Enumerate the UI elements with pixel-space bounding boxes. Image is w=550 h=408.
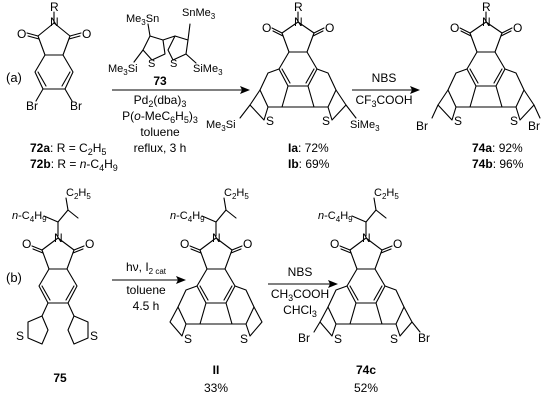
molecule-II bbox=[169, 197, 263, 337]
condition-ligand: P(o-MeC6H5)3 bbox=[122, 109, 198, 125]
atom-n: N bbox=[50, 15, 59, 29]
atom-o-74c-left: O bbox=[330, 237, 339, 251]
reagent-me3sn: Me3Sn bbox=[126, 13, 159, 27]
atom-br-74c-right: Br bbox=[418, 331, 430, 345]
compound-74c: 74c bbox=[356, 363, 376, 377]
panel-label-a: (a) bbox=[6, 70, 22, 85]
arrowhead-3 bbox=[176, 276, 186, 284]
atom-n-II: N bbox=[212, 231, 221, 245]
ethyl-II: C2H5 bbox=[224, 187, 249, 201]
yield-II: 33% bbox=[204, 381, 228, 395]
atom-s-II-right: S bbox=[240, 332, 248, 346]
atom-s-75-right: S bbox=[90, 329, 98, 343]
compound-75: 75 bbox=[53, 371, 67, 385]
atom-s-I-left: S bbox=[266, 114, 274, 128]
atom-o-74c-right: O bbox=[393, 237, 402, 251]
int-me3si: Me3Si bbox=[206, 119, 236, 133]
reagent-me3si: Me3Si bbox=[108, 63, 138, 77]
condition-acid-b: CH3COOH bbox=[271, 287, 329, 303]
atom-o-left: O bbox=[17, 27, 26, 41]
yield-74a: 74a: 92% bbox=[472, 141, 523, 155]
atom-n-I: N bbox=[294, 15, 303, 29]
atom-br-74-right: Br bbox=[528, 119, 540, 133]
reagent-s-left: S bbox=[148, 58, 155, 70]
atom-o-75-right: O bbox=[85, 237, 94, 251]
arrowhead-4 bbox=[328, 280, 338, 288]
molecule-72 bbox=[26, 11, 82, 102]
molecule-73 bbox=[133, 23, 197, 64]
atom-o-I-left: O bbox=[262, 21, 271, 35]
molecule-74c bbox=[313, 197, 421, 337]
ethyl-75: C2H5 bbox=[66, 187, 91, 201]
arrowhead-1 bbox=[240, 86, 250, 94]
caption-72b: 72b: R = n-C4H9 bbox=[30, 157, 118, 173]
yield-74b: 74b: 96% bbox=[472, 157, 524, 171]
atom-n-75: N bbox=[54, 231, 63, 245]
atom-n-74c: N bbox=[362, 231, 371, 245]
yield-74c: 52% bbox=[354, 381, 378, 395]
butyl-75: n-C4H9 bbox=[12, 210, 47, 224]
molecule-I bbox=[239, 11, 357, 121]
atom-s-74-right: S bbox=[510, 114, 518, 128]
condition-acid-a: CF3COOH bbox=[355, 93, 412, 109]
condition-nbs-a: NBS bbox=[372, 71, 397, 85]
condition-temperature: reflux, 3 h bbox=[134, 141, 187, 155]
reagent-s-right: S bbox=[170, 58, 177, 70]
molecule-74ab bbox=[431, 11, 541, 121]
condition-solvent: toluene bbox=[140, 125, 180, 139]
atom-s-II-left: S bbox=[184, 332, 192, 346]
atom-o-right: O bbox=[82, 27, 91, 41]
atom-s-75-left: S bbox=[16, 329, 24, 343]
atom-r-I: R bbox=[294, 0, 303, 14]
ethyl-74c: C2H5 bbox=[374, 187, 399, 201]
reagent-sime3: SiMe3 bbox=[193, 63, 223, 77]
molecule-75 bbox=[27, 197, 89, 345]
atom-br-74c-left: Br bbox=[298, 331, 310, 345]
yield-Ib: Ib: 69% bbox=[288, 157, 330, 171]
reagent-snme3: SnMe3 bbox=[182, 7, 216, 21]
condition-chcl3: CHCl3 bbox=[283, 303, 317, 319]
butyl-II: n-C4H9 bbox=[170, 210, 205, 224]
condition-toluene: toluene bbox=[126, 283, 166, 297]
int-sime3: SiMe3 bbox=[350, 119, 380, 133]
atom-s-74-left: S bbox=[454, 114, 462, 128]
arrowhead-2 bbox=[410, 86, 420, 94]
condition-time: 4.5 h bbox=[133, 299, 160, 313]
atom-o-II-left: O bbox=[180, 237, 189, 251]
caption-72a: 72a: R = C2H5 bbox=[30, 141, 106, 157]
reagent-number: 73 bbox=[153, 74, 167, 88]
yield-Ia: Ia: 72% bbox=[288, 141, 329, 155]
atom-o-I-right: O bbox=[325, 21, 334, 35]
butyl-74c: n-C4H9 bbox=[318, 210, 353, 224]
atom-o-74-left: O bbox=[450, 21, 459, 35]
atom-r-74: R bbox=[482, 0, 491, 14]
atom-r: R bbox=[50, 0, 59, 14]
condition-nbs-b: NBS bbox=[288, 265, 313, 279]
atom-o-75-left: O bbox=[22, 237, 31, 251]
atom-s-74c-right: S bbox=[390, 332, 398, 346]
atom-o-II-right: O bbox=[243, 237, 252, 251]
atom-o-74-right: O bbox=[513, 21, 522, 35]
atom-br-74-left: Br bbox=[416, 119, 428, 133]
panel-label-b: (b) bbox=[6, 270, 22, 285]
atom-s-74c-left: S bbox=[334, 332, 342, 346]
condition-light: hν, I2 cat bbox=[126, 260, 167, 276]
condition-catalyst: Pd2(dba)3 bbox=[134, 93, 187, 109]
atom-br-right: Br bbox=[70, 99, 82, 113]
compound-II: II bbox=[213, 363, 220, 377]
atom-n-74: N bbox=[482, 15, 491, 29]
atom-s-I-right: S bbox=[322, 114, 330, 128]
atom-br-left: Br bbox=[26, 99, 38, 113]
